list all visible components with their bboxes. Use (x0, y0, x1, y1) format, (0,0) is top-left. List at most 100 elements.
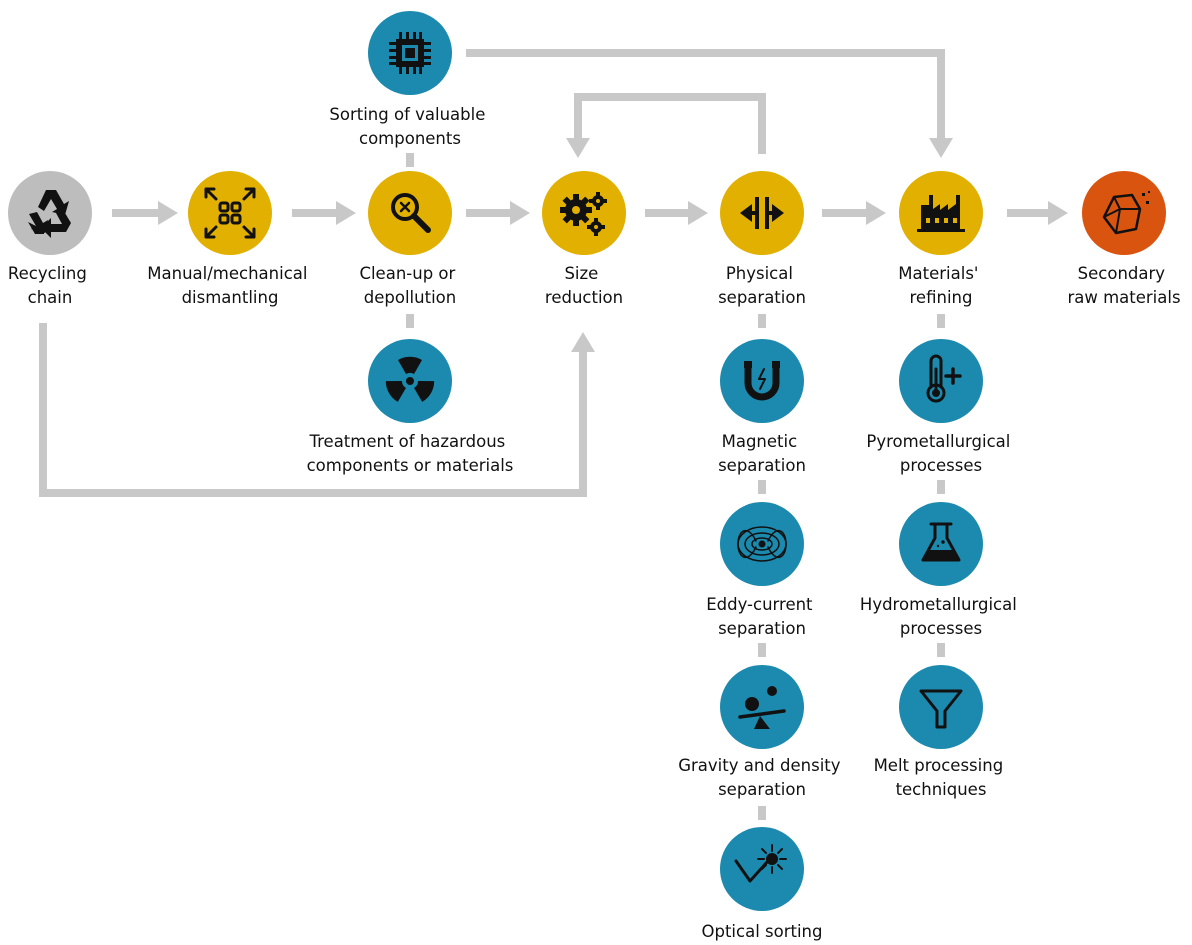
svg-text:Recycling chain: Recycling chain (8, 264, 92, 307)
magnet-icon (744, 361, 780, 401)
node-circle (1082, 171, 1166, 255)
svg-text:Pyrometallurgical proces: Pyrometallurgical processes (866, 432, 1015, 475)
laser-icon (734, 844, 787, 883)
node-label-line: separation (718, 288, 806, 307)
field-lines-icon (737, 526, 787, 562)
node-label-line: raw materials (1067, 288, 1180, 307)
connectors (39, 49, 1068, 820)
node-gravity-density-separation: Gravity and density separation (678, 665, 846, 799)
node-label-line: dismantling (182, 288, 279, 307)
ore-icon (1102, 191, 1150, 235)
node-label-line: Secondary (1078, 264, 1166, 283)
node-label-line: Eddy-current (706, 595, 813, 614)
svg-text:Manual/mechanical disman: Manual/mechanical dismantling (147, 264, 312, 307)
node-label-line: Pyrometallurgical (866, 432, 1010, 451)
svg-text:Magnetic separation: Magnetic separation (718, 432, 806, 475)
node-melt-processing: Melt processing techniques (874, 665, 1009, 799)
gears-icon (560, 192, 607, 236)
node-circle (188, 171, 272, 255)
node-label-line: Gravity and density (678, 756, 841, 775)
expand-arrows-icon (204, 187, 256, 239)
node-label-line: processes (900, 619, 982, 638)
svg-text:Melt processing techniqu: Melt processing techniques (874, 756, 1009, 799)
node-label-line: Manual/mechanical (147, 264, 307, 283)
node-label-line: Clean-up or (359, 264, 455, 283)
node-label-line: depollution (364, 288, 456, 307)
node-magnetic-separation: Magnetic separation (718, 339, 806, 475)
node-label-line: Physical (726, 264, 793, 283)
separation-arrows-icon (740, 197, 784, 229)
svg-text:Hydrometallurgical proce: Hydrometallurgical processes (860, 595, 1022, 638)
magnifier-icon (391, 193, 431, 233)
arrowhead (866, 201, 886, 225)
node-secondary-raw-materials: Secondary raw materials (1067, 171, 1181, 307)
node-circle (8, 171, 92, 255)
svg-text:Optical sorting: Optical sorting (702, 922, 823, 941)
node-circle (368, 171, 452, 255)
node-label-line: Materials' (898, 264, 978, 283)
arrow-recycling-bypass-to-size (39, 323, 587, 497)
arrowhead (566, 138, 590, 158)
svg-text:Treatment of hazardous c: Treatment of hazardous components or mat… (307, 432, 514, 475)
arrowhead (158, 201, 178, 225)
arrowhead (510, 201, 530, 225)
node-label-line: Hydrometallurgical (860, 595, 1017, 614)
arrowhead (571, 332, 595, 352)
node-manual-dismantling: Manual/mechanical dismantling (147, 171, 312, 307)
node-label-line: refining (910, 288, 973, 307)
flask-icon (921, 522, 961, 562)
node-circle (720, 171, 804, 255)
arrowhead (1048, 201, 1068, 225)
arrow-physical-loop-to-size (574, 93, 766, 154)
node-circle (899, 665, 983, 749)
svg-text:Clean-up or depollution: Clean-up or depollution (359, 264, 460, 307)
node-optical-sorting: Optical sorting (702, 827, 823, 941)
node-materials-refining: Materials' refining (898, 171, 983, 307)
funnel-icon (919, 689, 963, 729)
node-eddy-current-separation: Eddy-current separation (706, 502, 818, 638)
node-label-line: Recycling (8, 264, 87, 283)
factory-icon (917, 195, 965, 232)
node-circle (899, 502, 983, 586)
chip-icon (389, 32, 431, 74)
arrowhead (688, 201, 708, 225)
thermometer-icon (926, 354, 962, 403)
svg-text:Materials' refining: Materials' refining (898, 264, 983, 307)
svg-text:Eddy-current separation: Eddy-current separation (706, 595, 818, 638)
node-sorting-valuable-components: Sorting of valuable components (329, 11, 490, 148)
node-size-reduction: Size reduction (542, 171, 626, 307)
node-label-line: Size (564, 264, 598, 283)
node-label-line: Optical sorting (702, 922, 823, 941)
node-physical-separation: Physical separation (718, 171, 806, 307)
node-recycling-chain: Recycling chain (8, 171, 92, 307)
svg-text:Secondary raw materials: Secondary raw materials (1067, 264, 1180, 307)
node-label-line: Magnetic (722, 432, 798, 451)
recycle-icon (28, 190, 71, 238)
node-label-line: components or materials (307, 456, 514, 475)
svg-text:Gravity and density sepa: Gravity and density separation (678, 756, 846, 799)
node-circle (720, 665, 804, 749)
node-label-line: processes (900, 456, 982, 475)
node-label-line: separation (718, 619, 806, 638)
node-label-line: Treatment of hazardous (308, 432, 505, 451)
node-cleanup-depollution: Clean-up or depollution (359, 171, 460, 307)
node-pyrometallurgical: Pyrometallurgical processes (866, 339, 1015, 475)
node-label-line: separation (718, 456, 806, 475)
node-hydrometallurgical: Hydrometallurgical processes (860, 502, 1022, 638)
radiation-icon (385, 356, 435, 402)
node-hazardous-treatment: Treatment of hazardous components or mat… (307, 339, 514, 475)
node-label-line: Sorting of valuable (329, 105, 485, 124)
node-label-line: reduction (545, 288, 623, 307)
node-label-line: chain (28, 288, 73, 307)
svg-text:Sorting of valuable comp: Sorting of valuable components (329, 105, 490, 148)
arrow-sorting-to-refining (466, 49, 945, 140)
node-circle (720, 339, 804, 423)
svg-text:Size reduction: Size reduction (545, 264, 623, 307)
svg-text:Physical separation: Physical separation (718, 264, 806, 307)
balance-icon (738, 686, 786, 729)
node-label-line: Melt processing (874, 756, 1004, 775)
node-label-line: techniques (896, 780, 987, 799)
node-label-line: separation (718, 780, 806, 799)
arrowhead (929, 138, 953, 158)
